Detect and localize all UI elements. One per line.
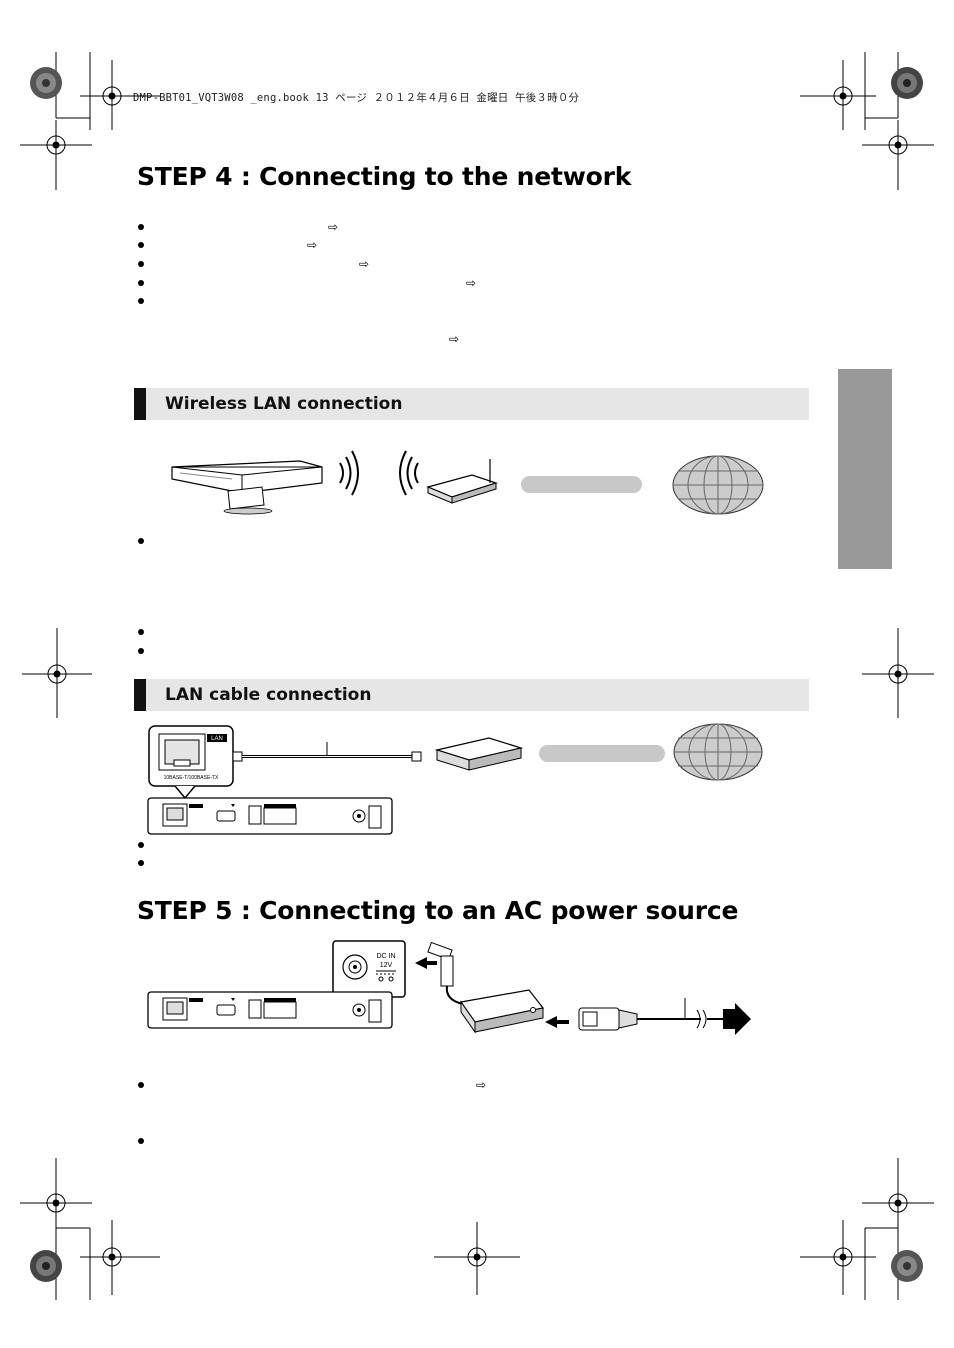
ac-cord-icon (578, 998, 723, 1031)
list-bullet (138, 242, 144, 248)
arrow-left-icon (545, 1016, 569, 1028)
list-bullet (138, 842, 144, 848)
section-label: Wireless LAN connection (165, 394, 403, 414)
reference-arrow-icon: ⇨ (359, 257, 370, 271)
dc-in-callout: DC IN 12V (332, 940, 406, 1010)
reference-arrow-icon: ⇨ (449, 332, 460, 346)
modem-icon (434, 737, 524, 771)
router-icon (426, 459, 498, 504)
dc-in-label: DC IN (376, 953, 395, 960)
list-bullet (138, 224, 144, 230)
lan-diagram: LAN 10BASE-T/100BASE-TX (147, 723, 763, 835)
step4-title: STEP 4 : Connecting to the network (137, 162, 632, 191)
lan-port-label: LAN (211, 736, 223, 742)
side-tab (838, 369, 892, 569)
reference-arrow-icon: ⇨ (476, 1078, 487, 1092)
section-label: LAN cable connection (165, 685, 372, 705)
section-accent (134, 679, 146, 711)
lan-cable (232, 742, 422, 762)
arrow-left-icon (415, 957, 437, 969)
print-header: DMP-BBT01_VQT3W08 _eng.book 13 ページ ２０１２年… (133, 92, 580, 104)
dc-voltage-label: 12V (380, 962, 393, 969)
internet-link-pill (521, 476, 642, 493)
player-on-stand-icon (171, 460, 323, 515)
power-diagram: DC IN 12V (147, 940, 751, 1035)
globe-icon (672, 455, 764, 515)
lan-port-callout: LAN 10BASE-T/100BASE-TX (148, 725, 234, 800)
reference-arrow-icon: ⇨ (328, 220, 339, 234)
reference-arrow-icon: ⇨ (307, 238, 318, 252)
lan-port-spec: 10BASE-T/100BASE-TX (164, 775, 219, 781)
reference-arrow-icon: ⇨ (466, 276, 477, 290)
list-bullet (138, 280, 144, 286)
lan-cable-section-header: LAN cable connection (134, 679, 809, 711)
wireless-diagram (171, 450, 764, 515)
globe-icon (673, 723, 763, 781)
wireless-waves-icon (339, 450, 359, 496)
list-bullet (138, 261, 144, 267)
player-back-panel (147, 991, 393, 1029)
internet-link-pill (539, 745, 665, 762)
player-back-panel (147, 797, 393, 835)
list-bullet (138, 860, 144, 866)
step5-title: STEP 5 : Connecting to an AC power sourc… (137, 896, 739, 925)
ac-adapter-icon (427, 941, 545, 1034)
wireless-waves-icon (399, 450, 419, 496)
list-bullet (138, 1082, 144, 1088)
list-bullet (138, 538, 144, 544)
section-accent (134, 388, 146, 420)
list-bullet (138, 1138, 144, 1144)
list-bullet (138, 298, 144, 304)
wireless-lan-section-header: Wireless LAN connection (134, 388, 809, 420)
arrow-right-icon (723, 1003, 751, 1035)
list-bullet (138, 629, 144, 635)
list-bullet (138, 648, 144, 654)
